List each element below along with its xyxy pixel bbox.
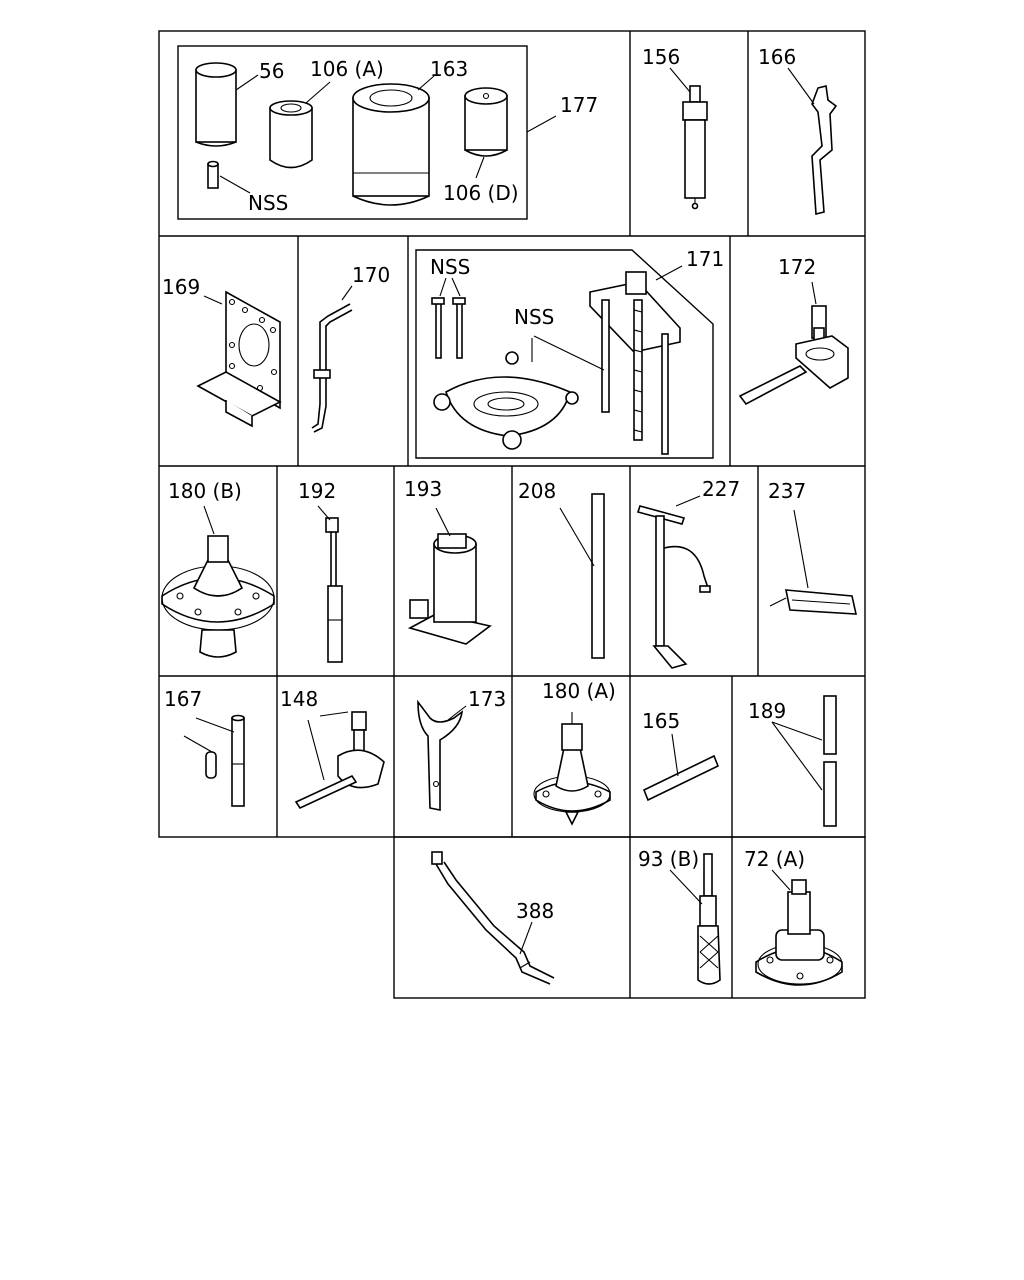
- tool-388-crank-bar: [431, 851, 555, 985]
- label-227: 227: [702, 477, 740, 501]
- tool-163-large-driver: [352, 75, 435, 206]
- label-nss-separator: NSS: [514, 305, 554, 329]
- tool-180b-installer: [161, 505, 275, 658]
- tool-165-pin: [642, 733, 720, 802]
- label-193: 193: [404, 477, 442, 501]
- label-172: 172: [778, 255, 816, 279]
- tool-170-offset-rod: [311, 285, 353, 433]
- grid-frame: [158, 30, 866, 999]
- label-148: 148: [280, 687, 318, 711]
- label-nss-kit: NSS: [248, 191, 288, 215]
- label-388: 388: [516, 899, 554, 923]
- label-180b: 180 (B): [168, 479, 242, 503]
- label-167: 167: [164, 687, 202, 711]
- tool-72a-holder: [755, 869, 843, 986]
- label-173: 173: [468, 687, 506, 711]
- tool-193-hydraulic-jack: [407, 507, 492, 645]
- label-165: 165: [642, 709, 680, 733]
- tool-106d-driver: [464, 87, 508, 179]
- tool-169-plate-bracket: [196, 290, 282, 428]
- label-180a: 180 (A): [542, 679, 616, 703]
- label-163: 163: [430, 57, 468, 81]
- label-192: 192: [298, 479, 336, 503]
- tool-56-sleeve: [195, 62, 259, 147]
- tool-93b-handle: [669, 853, 721, 985]
- tool-227-t-handle: [636, 495, 711, 669]
- label-208: 208: [518, 479, 556, 503]
- label-169: 169: [162, 275, 200, 299]
- label-189: 189: [748, 699, 786, 723]
- tool-180a-installer: [533, 712, 611, 826]
- leader-177: [526, 115, 557, 133]
- label-237: 237: [768, 479, 806, 503]
- label-93b: 93 (B): [638, 847, 699, 871]
- tool-167-adapter-and-key: [183, 714, 245, 807]
- label-nss-pins: NSS: [430, 255, 470, 279]
- tool-166-bent-bar: [787, 67, 838, 216]
- label-72a: 72 (A): [744, 847, 805, 871]
- tool-148-clamp: [294, 711, 385, 810]
- tool-106a-driver: [269, 81, 331, 169]
- label-177: 177: [560, 93, 598, 117]
- tool-192-rod: [317, 505, 343, 663]
- label-170: 170: [352, 263, 390, 287]
- tool-173-spanner: [417, 699, 467, 811]
- tool-237-flat-tool: [769, 509, 858, 615]
- tool-189-rods: [771, 695, 837, 827]
- label-56: 56: [259, 59, 284, 83]
- label-171: 171: [686, 247, 724, 271]
- tool-171-bearing-puller: [431, 265, 683, 455]
- tool-208-rod: [559, 493, 605, 659]
- label-166: 166: [758, 45, 796, 69]
- tool-156-injector-puller: [669, 67, 708, 210]
- label-156: 156: [642, 45, 680, 69]
- label-106d: 106 (D): [443, 181, 519, 205]
- label-106a: 106 (A): [310, 57, 384, 81]
- tool-172-clamp-handle: [738, 281, 849, 406]
- tool-nss-pin: [207, 160, 251, 194]
